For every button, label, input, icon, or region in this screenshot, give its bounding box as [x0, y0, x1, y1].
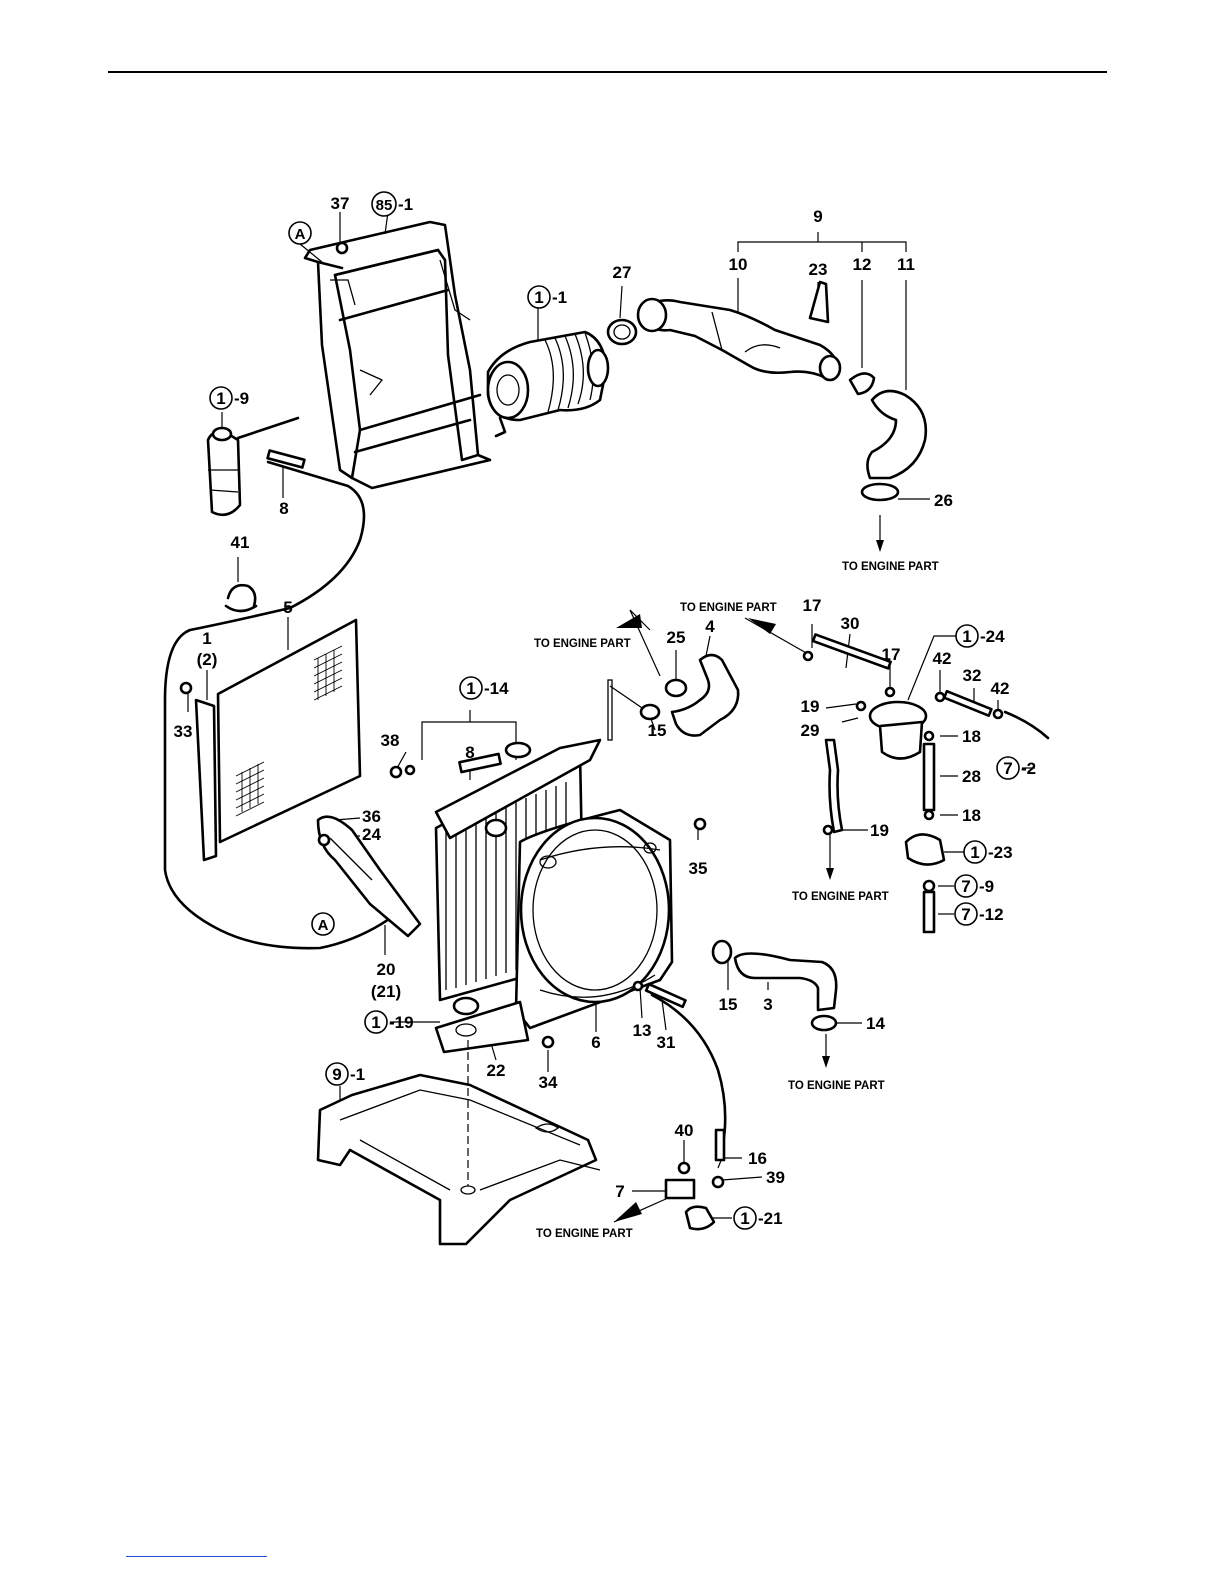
callout-13: 13	[633, 1021, 652, 1040]
lower-hose-3	[713, 941, 836, 1030]
callout-30: 30	[841, 614, 860, 633]
support-22	[436, 1002, 528, 1052]
callout-1-19-suffix: -19	[389, 1013, 414, 1032]
callout-1-1-suffix: -1	[552, 288, 567, 307]
callout-12: 12	[853, 255, 872, 274]
callout-37: 37	[331, 194, 350, 213]
callout-8-mid: 8	[465, 743, 474, 762]
callout-25: 25	[667, 628, 686, 647]
callout-26: 26	[934, 491, 953, 510]
callout-1-24-suffix: -24	[980, 627, 1005, 646]
callout-a-top: A	[295, 226, 306, 243]
callout-9-1-suffix: -1	[350, 1065, 365, 1084]
to-engine-left: TO ENGINE PART	[534, 638, 631, 650]
to-engine-14: TO ENGINE PART	[788, 1080, 885, 1092]
callout-1-14: 1	[466, 679, 475, 698]
callout-29: 29	[801, 721, 820, 740]
callout-18-b: 18	[962, 806, 981, 825]
callout-85: 85	[376, 197, 393, 214]
callout-a-bottom: A	[318, 917, 329, 934]
callout-1-21: 1	[740, 1209, 749, 1228]
callout-39: 39	[766, 1168, 785, 1187]
to-engine-bottom: TO ENGINE PART	[536, 1228, 633, 1240]
callout-9-1: 9	[332, 1065, 341, 1084]
callout-7-9: 7	[961, 877, 970, 896]
callout-2: (2)	[197, 650, 218, 669]
callout-9: 9	[813, 207, 822, 226]
callout-14: 14	[866, 1014, 885, 1033]
footer-rule	[126, 1556, 267, 1557]
sensor-1-21	[646, 984, 724, 1229]
callout-27: 27	[613, 263, 632, 282]
callout-1-23: 1	[970, 843, 979, 862]
callout-38: 38	[381, 731, 400, 750]
callout-17-b: 17	[882, 645, 901, 664]
callout-7: 7	[615, 1182, 624, 1201]
callout-3: 3	[763, 995, 772, 1014]
callout-15-top: 15	[648, 721, 667, 740]
callout-42-b: 42	[991, 679, 1010, 698]
callout-7-12-suffix: -12	[979, 905, 1004, 924]
callout-10: 10	[729, 255, 748, 274]
callout-1-1: 1	[534, 288, 543, 307]
callout-40: 40	[675, 1121, 694, 1140]
callout-1-24: 1	[962, 627, 971, 646]
intake-hose-9	[608, 282, 926, 500]
callout-11: 11	[897, 255, 915, 274]
callout-17-a: 17	[803, 596, 822, 615]
callout-1-19: 1	[371, 1013, 380, 1032]
callout-1-23-suffix: -23	[988, 843, 1013, 862]
callout-24: 24	[362, 825, 381, 844]
callout-32: 32	[963, 666, 982, 685]
callout-1-9-suffix: -9	[234, 389, 249, 408]
callout-4: 4	[705, 617, 715, 636]
to-engine-top: TO ENGINE PART	[680, 602, 777, 614]
callout-23: 23	[809, 260, 828, 279]
air-cleaner	[488, 332, 608, 436]
callout-85-suffix: -1	[398, 195, 413, 214]
callout-18-a: 18	[962, 727, 981, 746]
callout-7-12: 7	[961, 905, 970, 924]
callout-1-9: 1	[216, 389, 225, 408]
callout-19-a: 19	[801, 697, 820, 716]
callout-1-2: 1	[202, 629, 211, 648]
band-41	[226, 585, 256, 611]
callout-21: (21)	[371, 982, 401, 1001]
callout-22: 22	[487, 1061, 506, 1080]
callout-7-2: 7	[1003, 759, 1012, 778]
callout-7-9-suffix: -9	[979, 877, 994, 896]
air-cleaner-bracket	[305, 222, 490, 488]
callout-1-21-suffix: -21	[758, 1209, 783, 1228]
callout-15-bottom: 15	[719, 995, 738, 1014]
reserve-tank	[208, 428, 304, 515]
callout-31: 31	[657, 1033, 676, 1052]
callout-5: 5	[283, 598, 292, 617]
callout-28: 28	[962, 767, 981, 786]
to-engine-19: TO ENGINE PART	[792, 891, 889, 903]
callout-6: 6	[591, 1033, 600, 1052]
callout-7-2-suffix: -2	[1021, 759, 1036, 778]
callout-35: 35	[689, 859, 708, 878]
callout-19-b: 19	[870, 821, 889, 840]
callout-34: 34	[539, 1073, 558, 1092]
callout-36: 36	[362, 807, 381, 826]
callout-41: 41	[231, 533, 250, 552]
callout-1-14-suffix: -14	[484, 679, 509, 698]
callout-42-a: 42	[933, 649, 952, 668]
callout-20: 20	[377, 960, 396, 979]
callout-33: 33	[174, 722, 193, 741]
callout-16: 16	[748, 1149, 767, 1168]
to-engine-26: TO ENGINE PART	[842, 561, 939, 573]
callout-8-top: 8	[279, 499, 288, 518]
